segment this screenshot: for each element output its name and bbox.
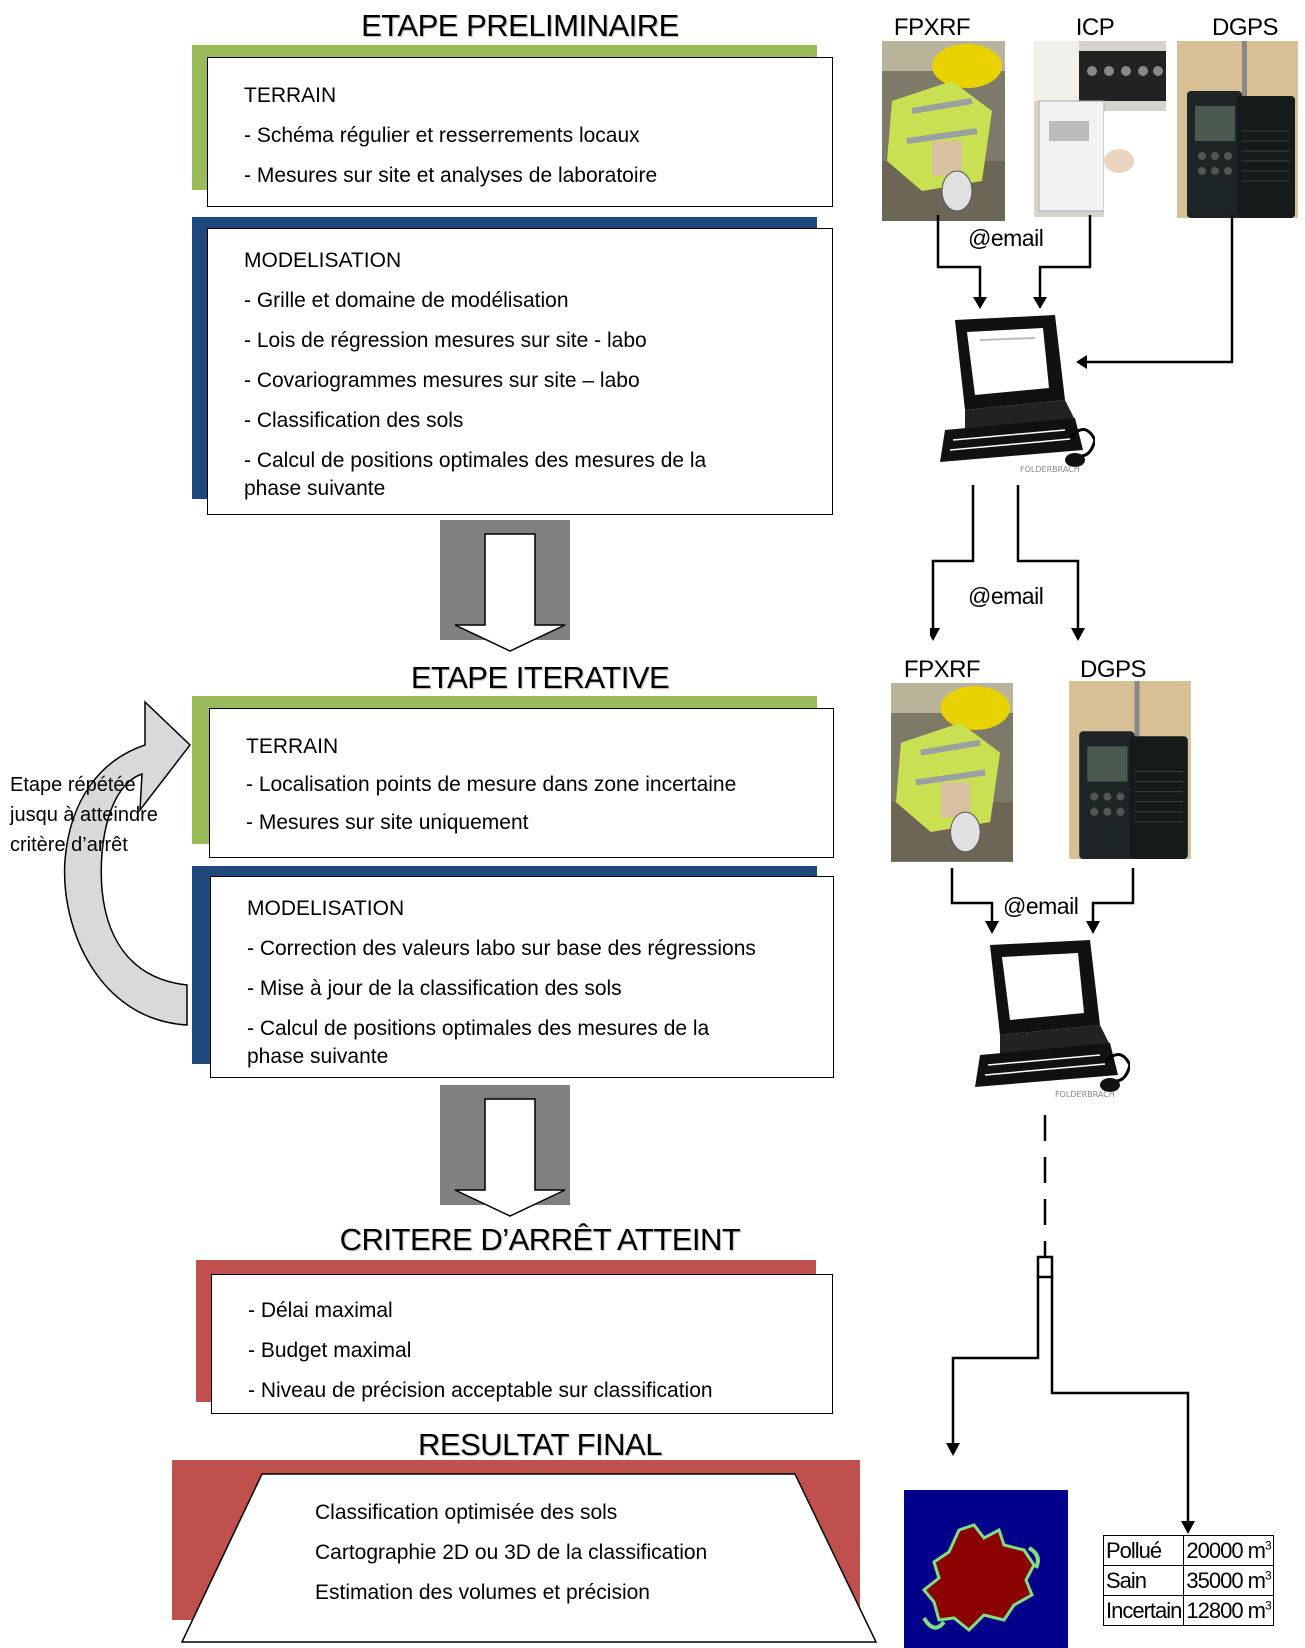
resultat-item: Cartographie 2D ou 3D de la classificati…: [315, 1541, 708, 1564]
table-row: Sain 35000 m3: [1102, 1565, 1274, 1596]
modelisation2-item: - Correction des valeurs labo sur base d…: [247, 937, 756, 960]
loop-note-line: jusqu à atteindre: [10, 804, 158, 826]
modelisation1-item: - Lois de régression mesures sur site - …: [244, 329, 647, 352]
critere-item: - Budget maximal: [248, 1339, 412, 1362]
resultat-item: Estimation des volumes et précision: [315, 1581, 650, 1604]
volume-number: 20000 m: [1186, 1537, 1266, 1563]
classification-map: [904, 1490, 1068, 1648]
down-arrow-2: [440, 1085, 570, 1217]
dgps-photo: [1177, 41, 1298, 218]
volume-value: 20000 m3: [1183, 1535, 1274, 1566]
device-label-dgps: DGPS: [1211, 14, 1279, 41]
volume-label: Sain: [1102, 1565, 1185, 1596]
terrain1-item: - Schéma régulier et resserrements locau…: [244, 124, 640, 147]
table-row: Incertain 12800 m3: [1102, 1595, 1274, 1626]
email-label-1: @email: [968, 225, 1044, 251]
table-row: Pollué 20000 m3: [1102, 1535, 1274, 1566]
critere-item: - Délai maximal: [248, 1299, 393, 1322]
loop-note-line: Etape répétée: [10, 774, 136, 796]
modelisation2-item: - Mise à jour de la classification des s…: [247, 977, 622, 1000]
stage2-title: ETAPE ITERATIVE: [410, 660, 670, 695]
terrain2-item: - Mesures sur site uniquement: [246, 811, 529, 834]
volume-exponent: 3: [1265, 1598, 1272, 1613]
computer-icon-1: FOLDERBRACH: [940, 315, 1095, 474]
connectors-final: [946, 1115, 1195, 1534]
fpxrf-photo-2: [891, 683, 1013, 862]
stage3-title: CRITERE D’ARRÊT ATTEINT: [339, 1222, 741, 1257]
fpxrf-photo: [882, 41, 1005, 221]
volume-label: Incertain: [1102, 1595, 1185, 1626]
critere-item: - Niveau de précision acceptable sur cla…: [248, 1379, 713, 1402]
stage4-title: RESULTAT FINAL: [418, 1427, 662, 1462]
dgps-photo-2: [1069, 681, 1191, 859]
modelisation1-box: MODELISATION - Grille et domaine de modé…: [207, 228, 833, 515]
device-label-fpxrf-2: FPXRF: [903, 656, 981, 683]
volume-value: 35000 m3: [1183, 1565, 1274, 1596]
volume-label: Pollué: [1102, 1535, 1185, 1566]
critere-box: - Délai maximal - Budget maximal - Nivea…: [211, 1274, 833, 1414]
terrain2-box: TERRAIN - Localisation points de mesure …: [209, 708, 834, 858]
terrain1-heading: TERRAIN: [244, 84, 337, 107]
svg-text:FOLDERBRACH: FOLDERBRACH: [1020, 465, 1080, 474]
modelisation1-item: - Covariogrammes mesures sur site – labo: [244, 369, 640, 392]
volume-number: 35000 m: [1186, 1567, 1266, 1593]
email-label-2: @email: [968, 583, 1044, 609]
connectors-top: [936, 215, 1234, 369]
volumes-table: Pollué 20000 m3 Sain 35000 m3 Incertain …: [1102, 1535, 1274, 1626]
loop-arrow: [63, 700, 192, 1026]
terrain1-item: - Mesures sur site et analyses de labora…: [244, 164, 658, 187]
loop-note-line: critère d’arrêt: [10, 834, 128, 856]
email-label-3: @email: [1003, 893, 1079, 919]
modelisation1-item: phase suivante: [244, 477, 386, 500]
volume-exponent: 3: [1265, 1568, 1272, 1583]
terrain2-heading: TERRAIN: [246, 735, 339, 758]
modelisation2-item: phase suivante: [247, 1045, 389, 1068]
volume-number: 12800 m: [1186, 1597, 1266, 1623]
connectors-lower: [950, 868, 1135, 934]
stage1-title: ETAPE PRELIMINAIRE: [361, 8, 679, 43]
modelisation2-item: - Calcul de positions optimales des mesu…: [247, 1017, 710, 1040]
device-label-dgps-2: DGPS: [1079, 656, 1147, 683]
resultat-item: Classification optimisée des sols: [315, 1501, 618, 1524]
connectors-mid: [930, 485, 1085, 641]
down-arrow-1: [440, 520, 570, 652]
terrain2-item: - Localisation points de mesure dans zon…: [246, 773, 737, 796]
svg-text:FOLDERBRACH: FOLDERBRACH: [1055, 1090, 1115, 1099]
resultat-trapezoid: [180, 1473, 878, 1643]
modelisation1-item: - Grille et domaine de modélisation: [244, 289, 569, 312]
device-label-fpxrf: FPXRF: [893, 14, 971, 41]
loop-note: Etape répétée jusqu à atteindre critère …: [10, 770, 158, 860]
modelisation1-item: - Classification des sols: [244, 409, 464, 432]
modelisation2-heading: MODELISATION: [247, 897, 405, 920]
modelisation2-box: MODELISATION - Correction des valeurs la…: [210, 876, 834, 1078]
icp-photo: [1034, 41, 1166, 217]
modelisation1-item: - Calcul de positions optimales des mesu…: [244, 449, 707, 472]
computer-icon-2: FOLDERBRACH: [975, 940, 1130, 1099]
volume-value: 12800 m3: [1183, 1595, 1274, 1626]
device-label-icp: ICP: [1075, 14, 1115, 41]
modelisation1-heading: MODELISATION: [244, 249, 402, 272]
volume-exponent: 3: [1265, 1538, 1272, 1553]
terrain1-box: TERRAIN - Schéma régulier et resserremen…: [207, 57, 833, 207]
